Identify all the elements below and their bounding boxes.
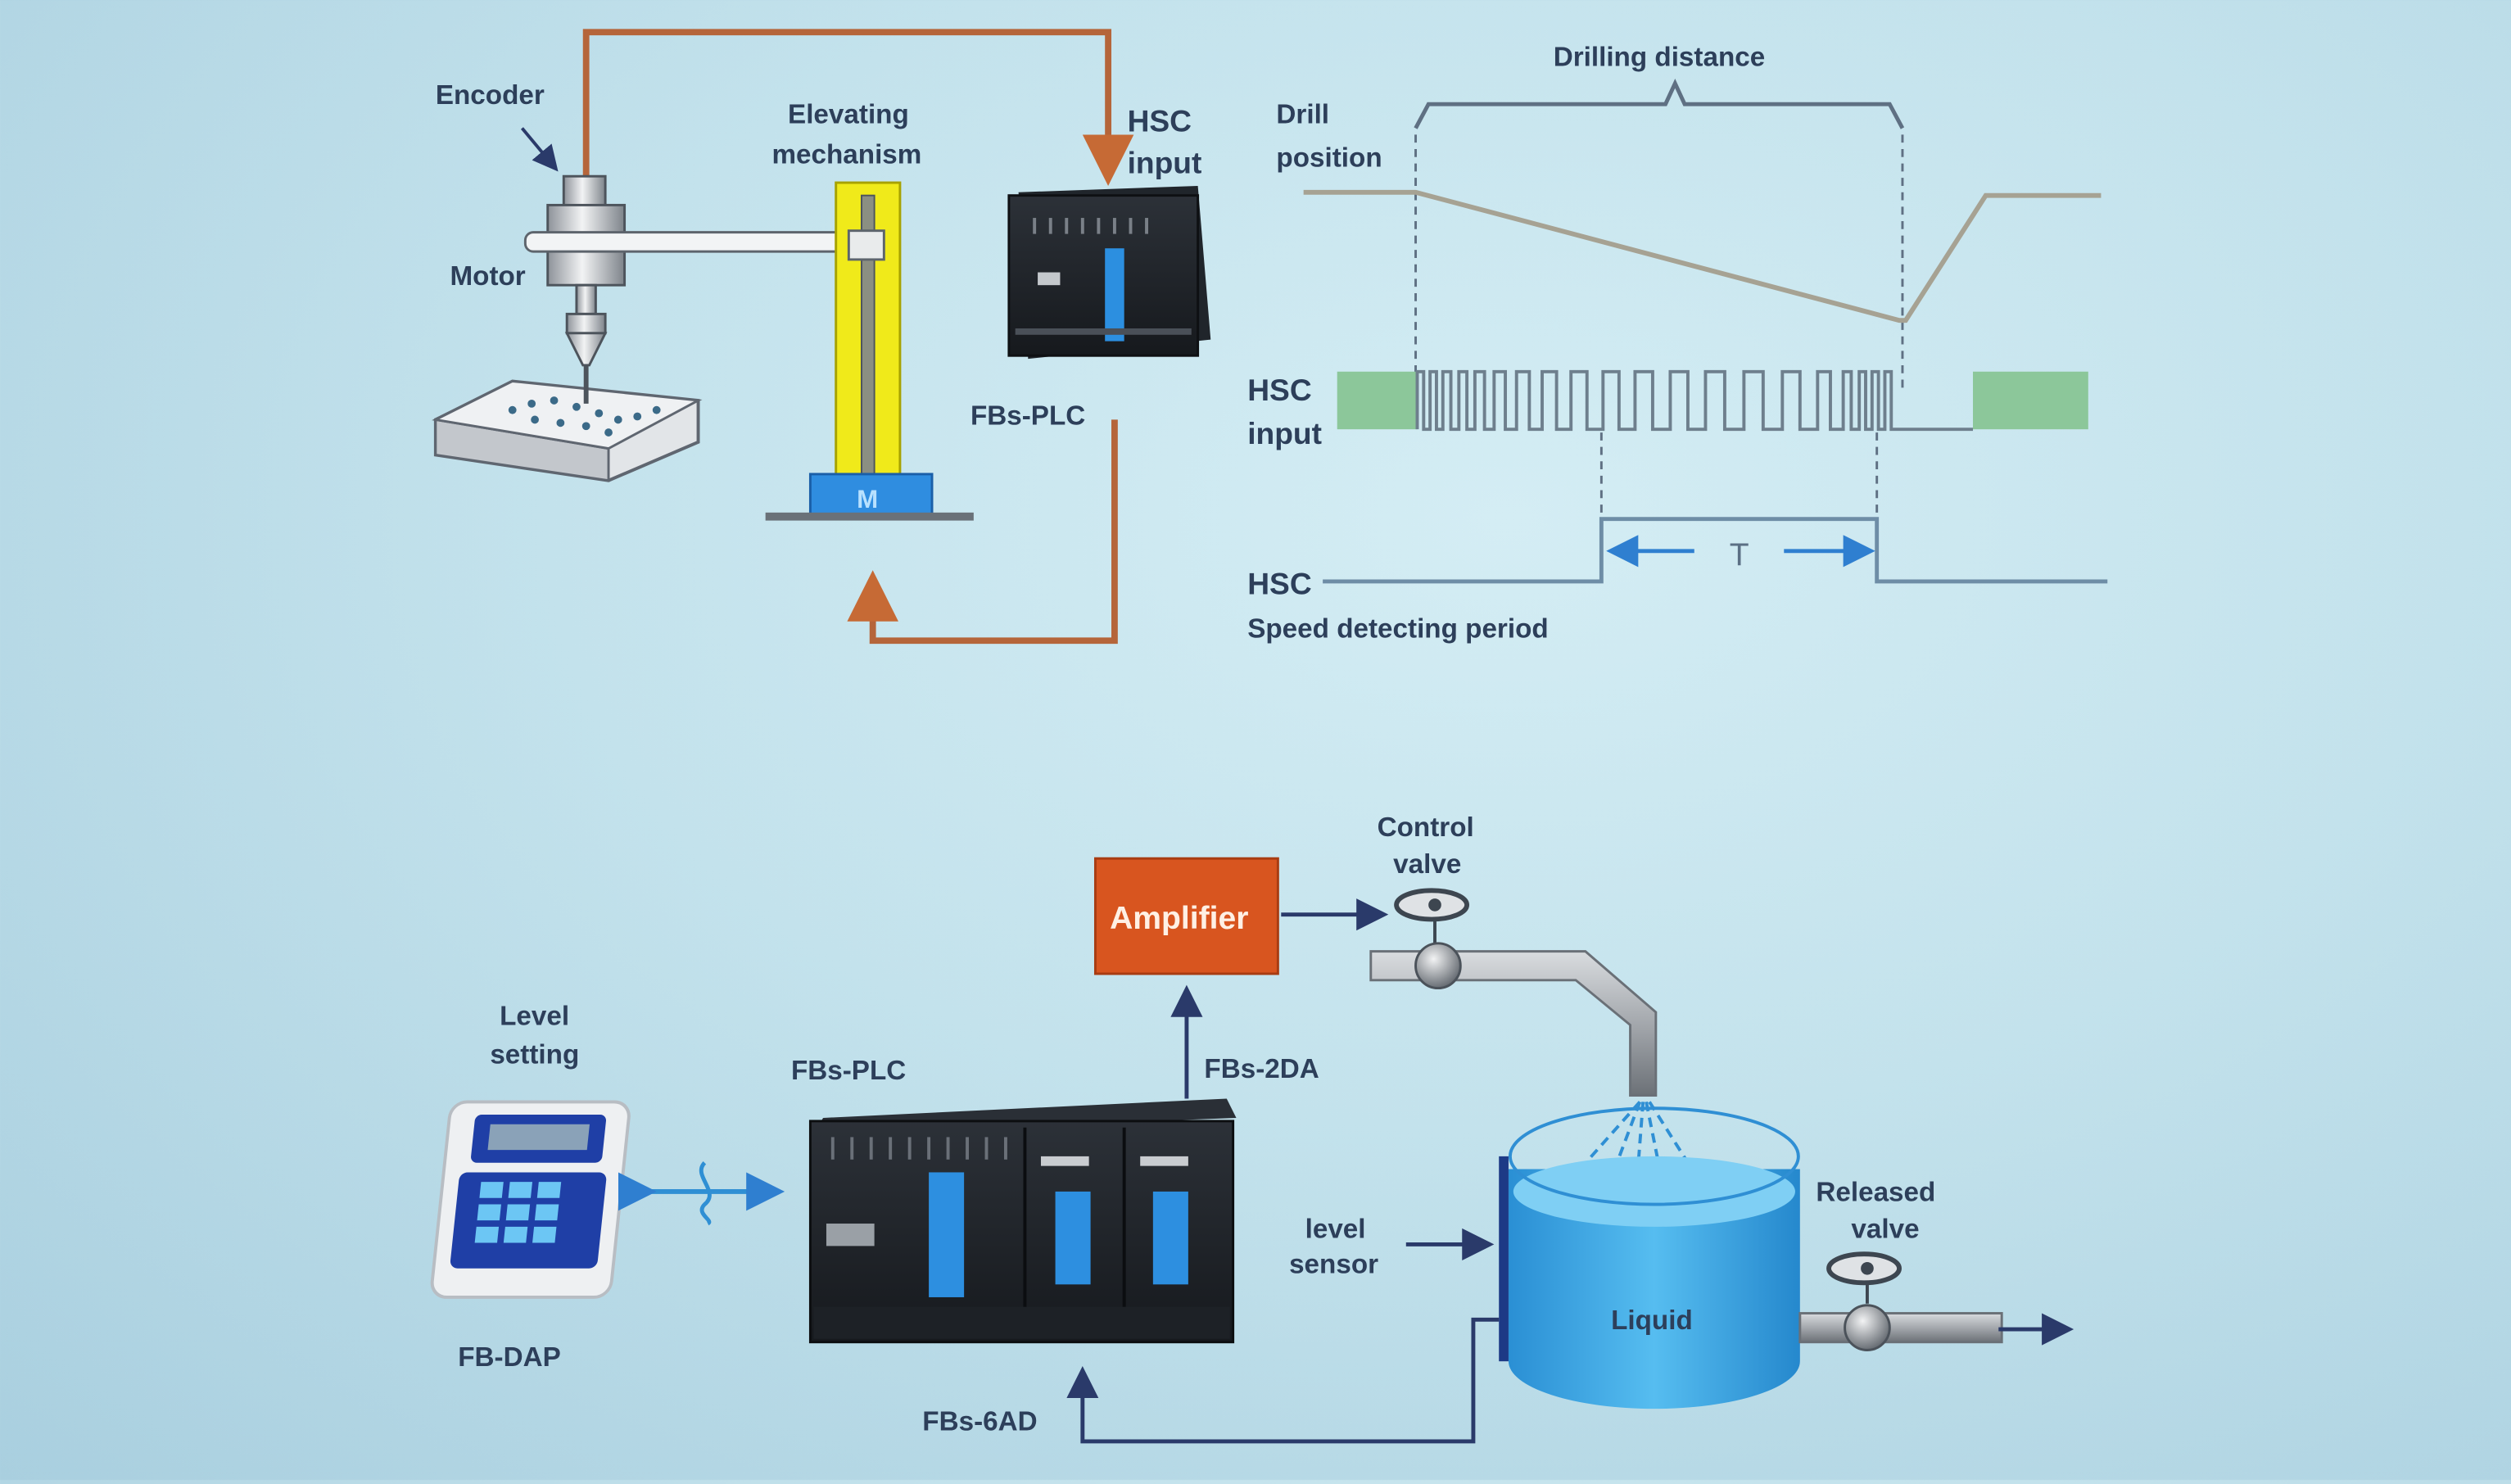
period-symbol: T <box>1730 537 1749 572</box>
hsc-input-row-label-line2: input <box>1247 416 1322 450</box>
workpiece-plate <box>432 379 703 482</box>
hsc-period-label-line2: Speed detecting period <box>1247 613 1548 644</box>
handheld-programmer-device <box>430 1100 631 1299</box>
plc-label-bottom: FBs-PLC <box>791 1056 906 1086</box>
encoder-to-plc-wire <box>582 29 1134 186</box>
liquid-label: Liquid <box>1611 1305 1693 1336</box>
control-valve-label-line1: Control <box>1378 812 1474 843</box>
expansion-6ad-strip <box>1152 1191 1188 1285</box>
timing-diagram: Drilling distance Drill position HSC inp… <box>1247 42 2108 644</box>
control-valve-label-line2: valve <box>1393 849 1461 880</box>
drilling-distance-label: Drilling distance <box>1554 42 1766 72</box>
hsc-input-label-line2: input <box>1128 145 1202 179</box>
plc-label: FBs-PLC <box>970 400 1085 431</box>
level-setting-label-line1: Level <box>500 1002 569 1032</box>
elevating-label-line1: Elevating <box>788 100 909 130</box>
hsc-pulse-train <box>1415 369 1973 432</box>
released-valve-label-line1: Released <box>1816 1178 1935 1208</box>
control-valve <box>1369 888 1658 1097</box>
level-sensor-label-line1: level <box>1305 1215 1366 1245</box>
hsc-input-label-line1: HSC <box>1128 103 1192 138</box>
encoder-label: Encoder <box>436 80 545 111</box>
da-label: FBs-2DA <box>1204 1054 1319 1084</box>
released-valve-label-line2: valve <box>1851 1215 1919 1245</box>
dap-label: FB-DAP <box>458 1342 561 1373</box>
amplifier-box <box>1093 857 1279 975</box>
speed-period-trace <box>1323 517 2108 584</box>
motor-block-letter: M <box>857 485 878 514</box>
level-setting-label-line2: setting <box>490 1039 579 1070</box>
drill-position-trace <box>1303 189 2102 323</box>
drilling-system-diagram: Encoder Motor Elevating mechanis <box>432 29 1211 645</box>
encoder-motor-assembly <box>546 174 627 404</box>
plc-to-motor-wire <box>847 419 1118 645</box>
elevating-mechanism: M <box>765 181 974 521</box>
drill-arm <box>523 231 853 253</box>
drilling-distance-bracket <box>1414 78 1905 129</box>
pulse-dense-right <box>1973 371 2088 430</box>
released-valve <box>1798 1251 2003 1351</box>
motor-label: Motor <box>450 261 525 292</box>
hsc-period-label-line1: HSC <box>1247 567 1311 601</box>
encoder-pointer-arrow <box>520 127 559 172</box>
amplifier-label: Amplifier <box>1110 901 1248 936</box>
drill-position-label-line2: position <box>1276 143 1382 173</box>
expansion-2da-strip <box>1055 1191 1091 1285</box>
sensor-to-plc-wire <box>1066 1317 1500 1444</box>
communication-link-icon <box>618 1161 785 1226</box>
pulse-dense-left <box>1337 371 1418 430</box>
liquid-tank <box>1499 1106 1800 1409</box>
level-control-diagram: Level setting FB-DAP FBs-PLC <box>430 812 2074 1444</box>
plc-with-expansion-modules <box>808 1098 1237 1344</box>
plc-unit <box>1007 185 1211 360</box>
elevating-label-line2: mechanism <box>771 140 921 170</box>
hsc-input-row-label-line1: HSC <box>1247 373 1311 407</box>
ad-label: FBs-6AD <box>922 1406 1037 1436</box>
plc-status-strip <box>929 1172 965 1297</box>
drill-position-label-line1: Drill <box>1276 100 1329 130</box>
level-sensor-label-line2: sensor <box>1289 1250 1378 1280</box>
